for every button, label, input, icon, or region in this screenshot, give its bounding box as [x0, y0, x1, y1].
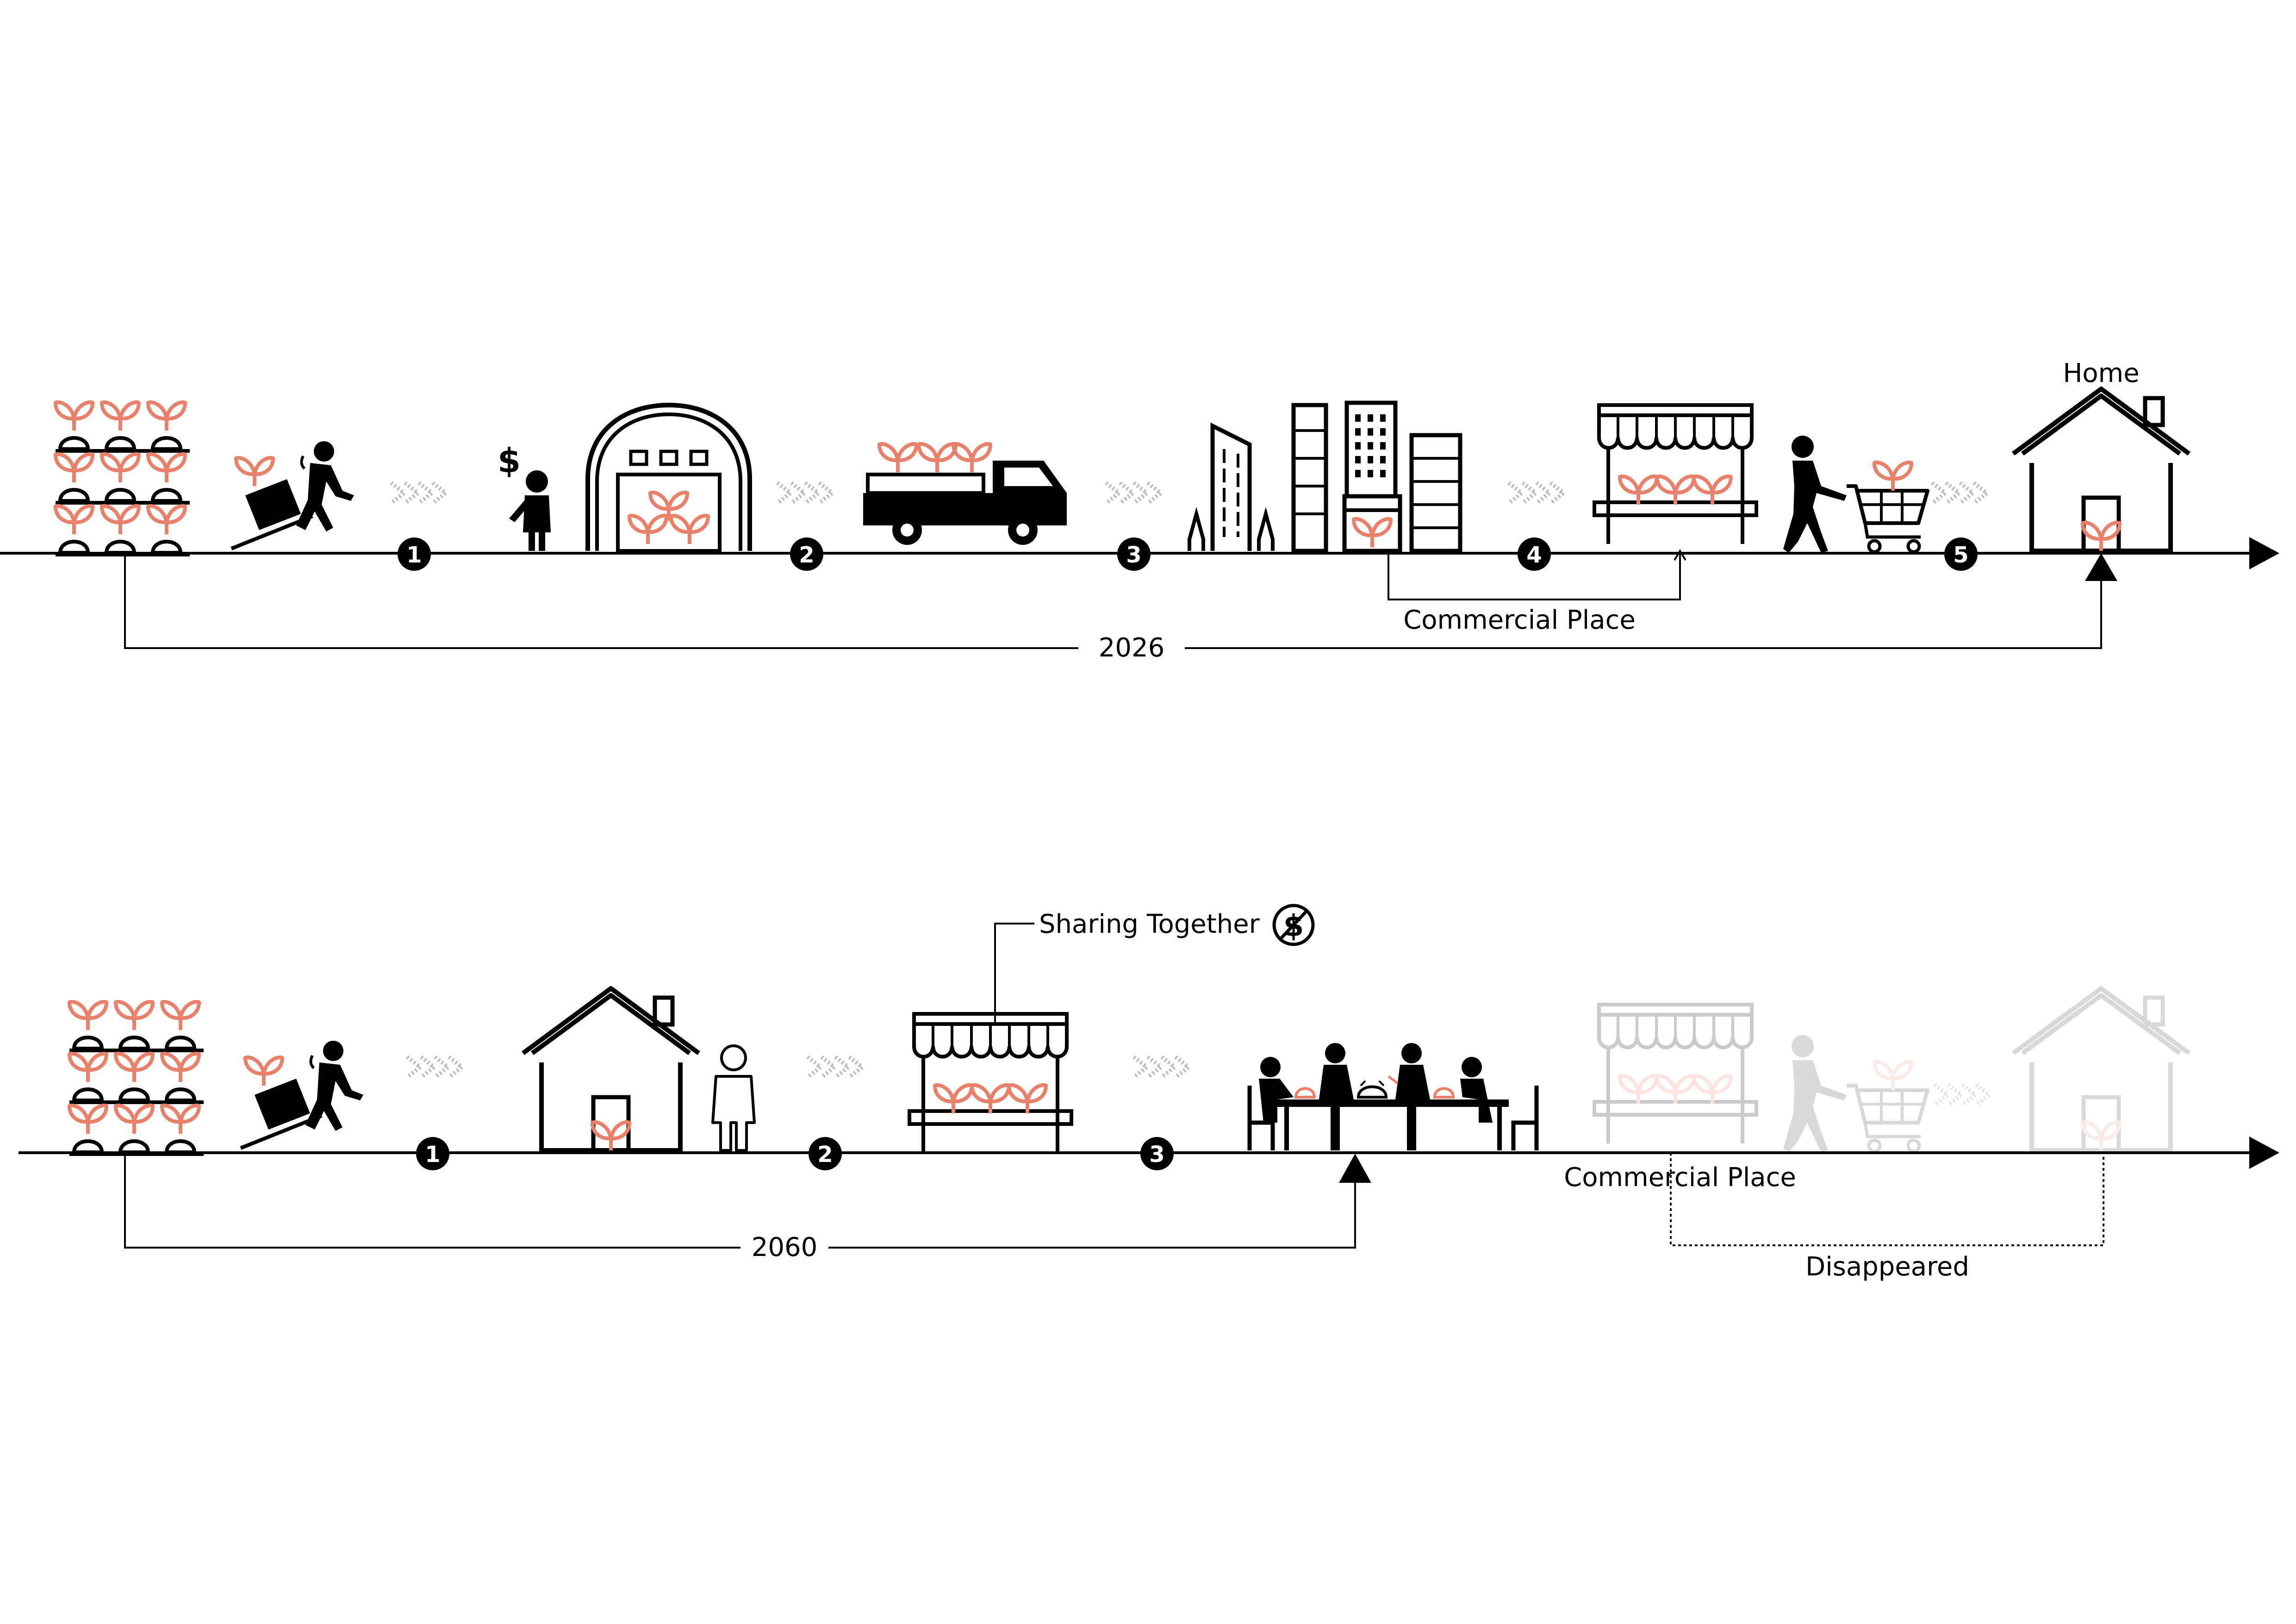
chevron-arrow-icon — [407, 1057, 462, 1077]
chevron-arrow-icon — [1106, 483, 1161, 503]
home-label: Home — [2063, 358, 2139, 388]
svg-text:5: 5 — [1953, 542, 1968, 568]
truck-icon — [863, 444, 1067, 545]
market-stall-icon — [1594, 405, 1756, 544]
svg-text:2: 2 — [817, 1142, 833, 1168]
sharing-leader-line — [994, 923, 1034, 1025]
chevron-arrow-icon — [1134, 1057, 1188, 1077]
chevron-arrow-icon — [1509, 483, 1563, 503]
chevron-arrow-icon — [1932, 483, 1987, 503]
city-buildings-icon — [1188, 400, 1462, 553]
svg-text:4: 4 — [1526, 542, 1542, 568]
shared-dining-table-icon — [1247, 1043, 1539, 1150]
timeline-2026: 1 $ 2 — [0, 358, 2279, 663]
worker-dolly-icon — [231, 441, 354, 549]
timeline-2060: 1 2 Sharing Together $ — [19, 904, 2279, 1282]
svg-text:3: 3 — [1126, 542, 1141, 568]
step-badge-1: 1 — [416, 1137, 449, 1170]
faded-market-stall-icon — [1594, 1005, 1756, 1143]
shopper-cart-icon — [1783, 436, 1928, 553]
table-marker-triangle — [1339, 1154, 1371, 1183]
step-badge-3: 3 — [1117, 537, 1151, 571]
year-span-bracket — [124, 553, 2102, 649]
chevron-arrow-icon — [391, 483, 446, 503]
svg-text:$: $ — [498, 441, 521, 480]
year-label-2060: 2060 — [752, 1232, 818, 1262]
step-badge-1: 1 — [398, 537, 431, 571]
timeline-arrowhead — [2249, 537, 2279, 569]
market-stall-icon — [909, 1014, 1071, 1153]
faded-shopper-cart-icon — [1783, 1035, 1928, 1152]
commercial-place-label: Commercial Place — [1564, 1162, 1796, 1193]
plant-shelves-icon — [69, 1002, 204, 1154]
commercial-place-label: Commercial Place — [1403, 605, 1636, 635]
home-icon — [523, 988, 699, 1150]
svg-text:3: 3 — [1149, 1142, 1164, 1168]
year-span-bracket — [124, 1153, 1356, 1249]
home-icon — [2013, 389, 2189, 551]
warehouse-icon — [585, 402, 752, 553]
timeline-arrowhead — [2249, 1137, 2279, 1169]
disappeared-bracket — [1670, 1153, 2104, 1246]
faded-chevron-arrow-icon — [1935, 1085, 1989, 1105]
chevron-arrow-icon — [808, 1057, 862, 1077]
sharing-together-label: Sharing Together — [1039, 909, 1260, 939]
disappeared-label: Disappeared — [1805, 1252, 1969, 1282]
step-badge-5: 5 — [1944, 537, 1978, 571]
step-badge-4: 4 — [1518, 537, 1551, 571]
step-badge-3: 3 — [1140, 1137, 1174, 1170]
no-money-icon: $ — [1272, 904, 1315, 946]
commercial-place-bracket — [1388, 553, 1681, 600]
step-badge-2: 2 — [790, 537, 823, 571]
year-label-2026: 2026 — [1099, 633, 1165, 663]
chevron-arrow-icon — [778, 483, 832, 503]
svg-text:2: 2 — [799, 542, 814, 568]
trader-dollar-icon: $ — [498, 441, 551, 551]
worker-dolly-icon — [241, 1041, 363, 1148]
svg-text:1: 1 — [425, 1142, 440, 1168]
faded-home-icon — [2013, 988, 2189, 1150]
plant-shelves-icon — [56, 402, 190, 555]
svg-text:1: 1 — [406, 542, 422, 568]
step-badge-2: 2 — [809, 1137, 842, 1170]
home-marker-triangle — [2085, 553, 2117, 581]
resident-icon — [711, 1044, 756, 1152]
